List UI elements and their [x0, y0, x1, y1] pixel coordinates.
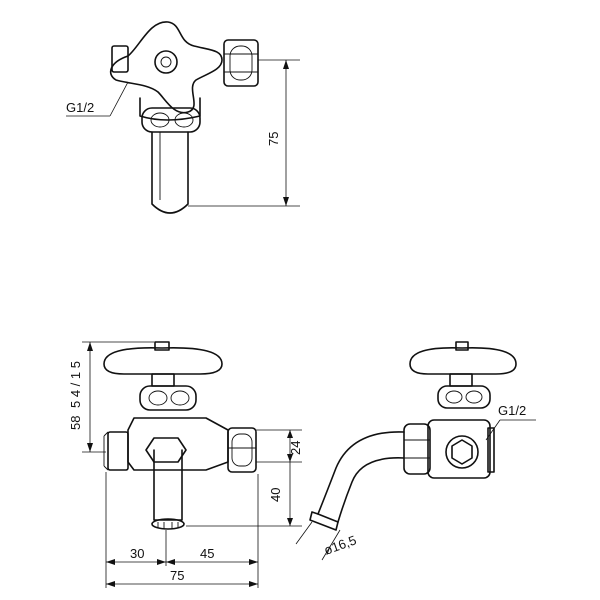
front-view: 58 5 4 / 1 5 24 40 30 45 75	[68, 341, 303, 588]
front-spout	[153, 449, 183, 521]
side-view: G1/2 ø16,5	[295, 341, 536, 561]
side-handle	[409, 347, 517, 375]
front-spout-hex	[145, 437, 187, 463]
top-star-handle	[109, 21, 223, 114]
front-offset-24-label: 24	[288, 441, 303, 455]
side-diameter-label: ø16,5	[322, 532, 358, 557]
side-outlet-ring	[445, 435, 479, 469]
side-upper-ring	[437, 385, 491, 409]
side-body	[427, 419, 491, 479]
side-thread-label: G1/2	[498, 403, 526, 418]
front-handle-knob	[154, 341, 170, 351]
side-spout-outer	[317, 431, 405, 515]
top-thread-label: G1/2	[66, 100, 94, 115]
front-spout-outlet	[151, 518, 185, 530]
front-width-30-label: 30	[130, 546, 144, 561]
front-stem	[151, 373, 175, 387]
front-height-total-label: 58	[68, 416, 83, 430]
top-spout	[151, 131, 189, 214]
side-stem	[449, 373, 473, 387]
side-handle-knob	[455, 341, 469, 351]
front-width-45-label: 45	[200, 546, 214, 561]
side-spout-tip	[309, 511, 339, 531]
front-handle	[103, 347, 223, 375]
top-view: G1/2 75	[66, 21, 300, 214]
top-handle-boss	[154, 50, 178, 74]
front-width-75-label: 75	[170, 568, 184, 583]
top-lower-ring	[141, 107, 201, 133]
front-height-extra-label: 5 4 / 1 5	[68, 361, 83, 408]
top-left-connector	[111, 45, 129, 73]
side-body-flange	[487, 427, 495, 473]
side-spout-inner	[337, 457, 405, 523]
front-left-inlet	[107, 431, 129, 471]
top-height-label: 75	[266, 132, 281, 146]
front-upper-ring	[139, 385, 197, 411]
side-outlet-hex	[451, 439, 473, 465]
top-right-nut	[223, 39, 259, 87]
front-right-nut	[227, 427, 257, 473]
front-height-40-label: 40	[268, 488, 283, 502]
side-connector-nut	[403, 423, 431, 475]
